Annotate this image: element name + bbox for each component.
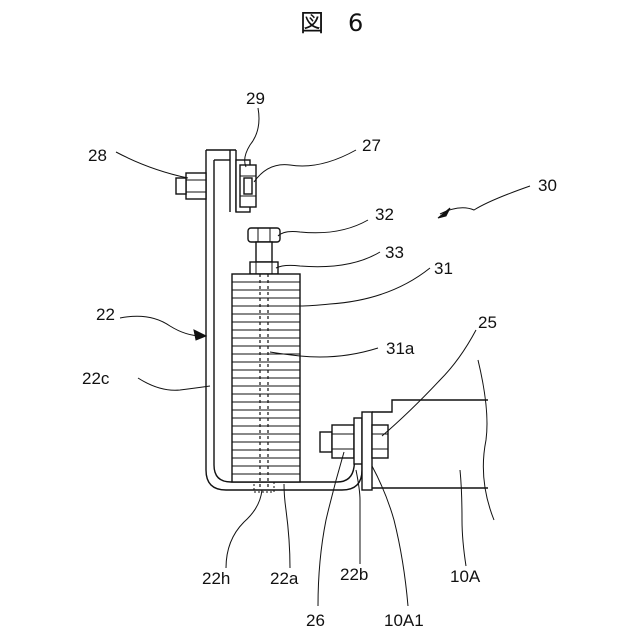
label-27: 27 [362,136,381,155]
label-22a: 22a [270,569,299,588]
structure-10A [372,360,494,520]
figure-title: 図 6 [300,9,363,37]
label-22h: 22h [202,569,230,588]
label-10A1: 10A1 [384,611,424,630]
label-31: 31 [434,259,453,278]
label-28: 28 [88,146,107,165]
label-22b: 22b [340,565,368,584]
label-22c: 22c [82,369,110,388]
label-10A: 10A [450,567,481,586]
label-33: 33 [385,243,404,262]
label-26: 26 [306,611,325,630]
label-22: 22 [96,305,115,324]
weight-stack-31 [232,274,300,492]
label-29: 29 [246,89,265,108]
label-25: 25 [478,313,497,332]
label-32: 32 [375,205,394,224]
reference-labels: 28 29 27 30 32 33 31 22 31a 25 22c 22h 2… [82,89,557,630]
label-30: 30 [538,176,557,195]
bolt-32-nut-33 [248,228,280,274]
bolt-assembly-27-28-29 [176,160,256,212]
label-31a: 31a [386,339,415,358]
